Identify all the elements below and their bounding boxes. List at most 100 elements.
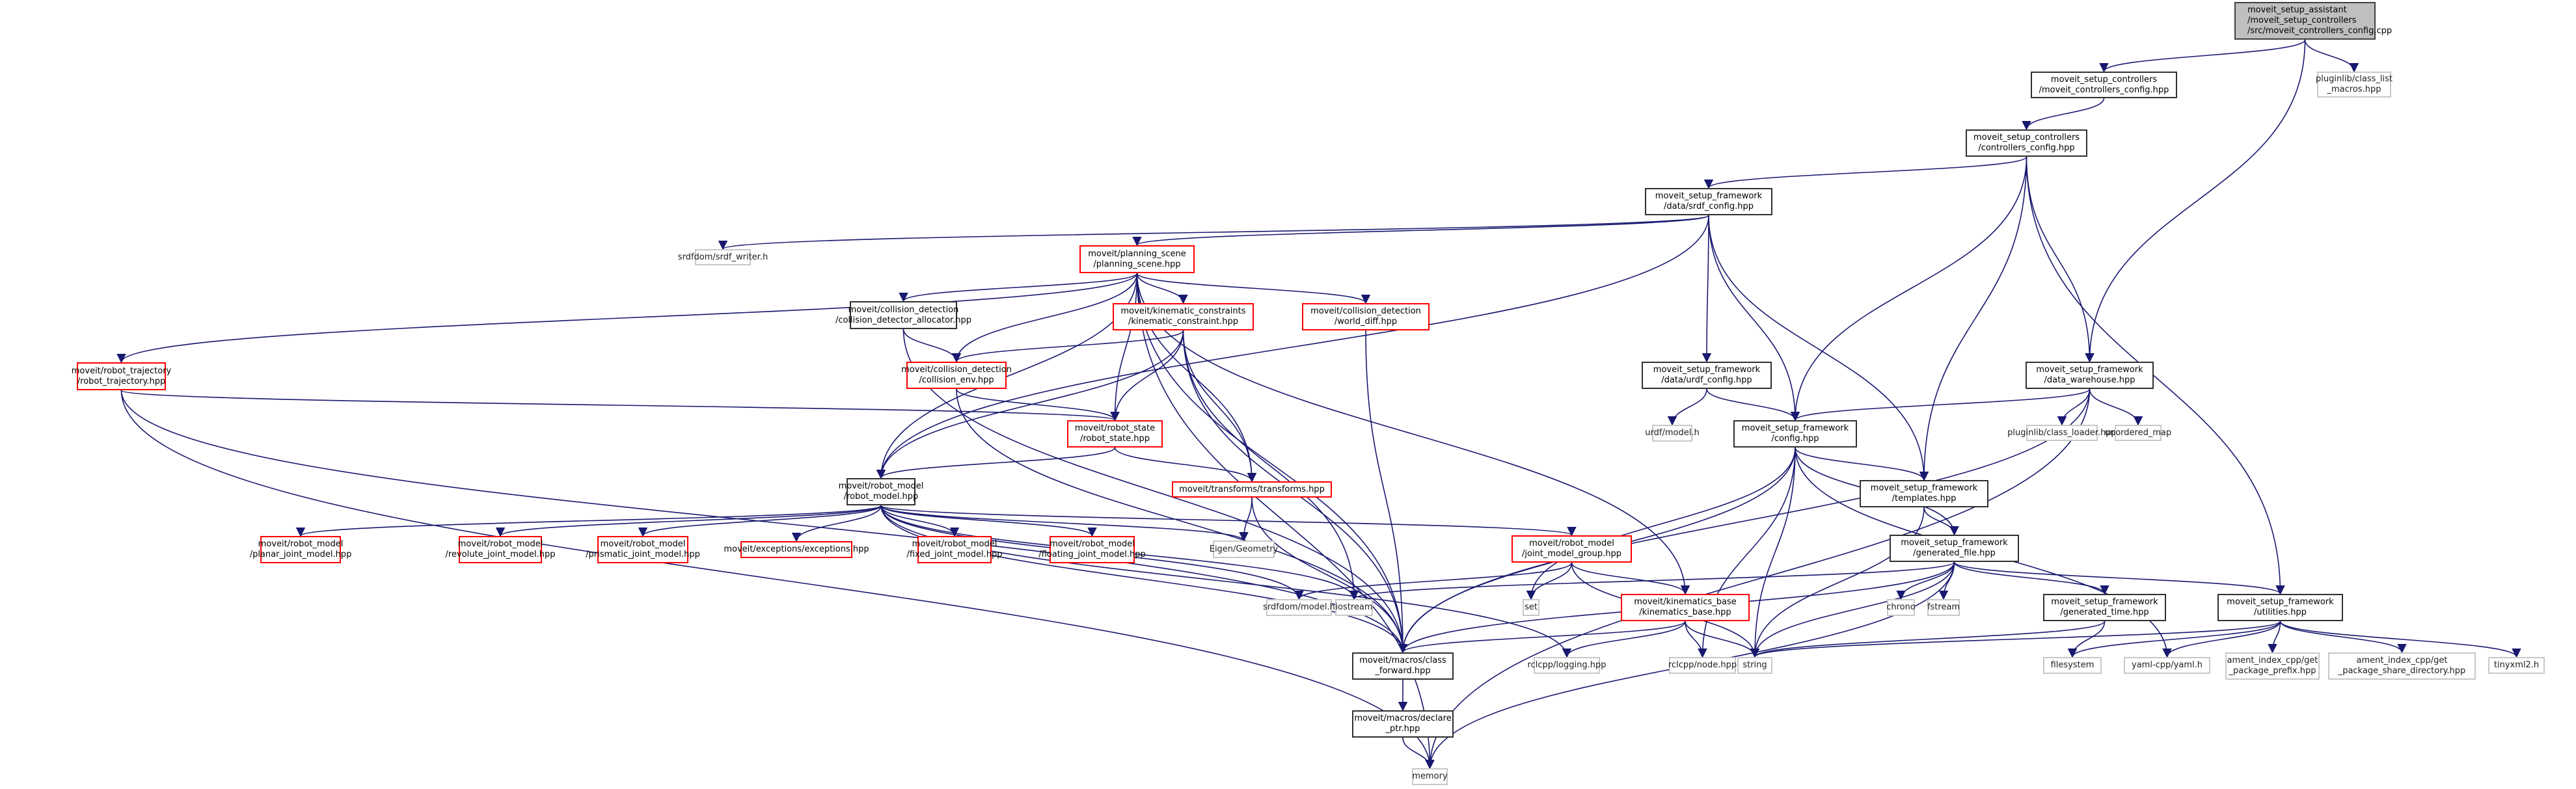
node-transforms[interactable]: moveit/transforms/transforms.hpp xyxy=(1172,481,1332,498)
node-fstream[interactable]: fstream xyxy=(1927,599,1960,616)
node-label-line: srdfdom/srdf_writer.h xyxy=(677,252,768,262)
edge-robot-state-to-robot-model xyxy=(876,447,1116,479)
node-label-line: tinyxml2.h xyxy=(2493,660,2540,670)
node-urdf-model[interactable]: urdf/model.h xyxy=(1645,425,1700,442)
edge-utilities-to-yaml xyxy=(2162,621,2281,658)
edge-srdf-config-to-urdf-config xyxy=(1702,215,1712,363)
node-set[interactable]: set xyxy=(1523,599,1539,616)
node-unordered-map[interactable]: unordered_map xyxy=(2105,425,2171,441)
edge-srdf-config-to-planning-scene xyxy=(1132,215,1709,247)
edge-planning-scene-to-class-forward xyxy=(1136,273,1408,654)
edge-kinematic-constraint-to-iostream xyxy=(1182,330,1359,600)
node-fixed-joint[interactable]: moveit/robot_model/fixed_joint_model.hpp xyxy=(907,536,1003,563)
edge-controllers-config-to-srdf-config xyxy=(1704,156,2027,189)
node-class-forward[interactable]: moveit/macros/class_forward.hpp xyxy=(1352,652,1454,680)
edge-robot-state-to-transforms xyxy=(1114,447,1257,483)
node-robot-trajectory[interactable]: moveit/robot_trajectory/robot_trajectory… xyxy=(72,362,171,390)
node-label-line: chrono xyxy=(1886,602,1916,612)
node-world-diff[interactable]: moveit/collision_detection/world_diff.hp… xyxy=(1302,303,1430,330)
node-planar-joint[interactable]: moveit/robot_model/planar_joint_model.hp… xyxy=(250,536,351,563)
edge-data-warehouse-to-config xyxy=(1791,388,2091,421)
node-label-line: /templates.hpp xyxy=(1891,494,1957,503)
node-generated-file[interactable]: moveit_setup_framework/generated_file.hp… xyxy=(1890,535,2019,562)
node-rclcpp-logging[interactable]: rclcpp/logging.hpp xyxy=(1528,657,1606,674)
edge-robot-model-to-rclcpp-logging xyxy=(880,505,1572,658)
node-kinematics-base[interactable]: moveit/kinematics_base/kinematics_base.h… xyxy=(1621,594,1750,621)
node-label-line: moveit/kinematic_constraints xyxy=(1120,306,1246,316)
edge-kinematics-base-to-rclcpp-logging xyxy=(1562,621,1686,658)
edge-robot-model-to-joint-model-group xyxy=(880,505,1577,537)
node-label-line: pluginlib/class_list xyxy=(2316,74,2393,84)
node-collision-env[interactable]: moveit/collision_detection/collision_env… xyxy=(901,362,1012,389)
node-label-line: /robot_trajectory.hpp xyxy=(77,376,166,386)
edge-generated-file-to-string xyxy=(1750,561,1955,658)
node-ament-share[interactable]: ament_index_cpp/get_package_share_direct… xyxy=(2328,652,2476,680)
node-iostream[interactable]: iostream xyxy=(1335,599,1373,616)
edge-srdf-config-to-config xyxy=(1708,215,1800,421)
node-srdf-writer[interactable]: srdfdom/srdf_writer.h xyxy=(678,249,768,265)
node-rclcpp-node[interactable]: rclcpp/node.hpp xyxy=(1668,657,1737,674)
node-label-line: moveit_setup_framework xyxy=(1653,365,1761,375)
edge-root-to-data-warehouse xyxy=(2085,39,2306,363)
node-utilities[interactable]: moveit_setup_framework/utilities.hpp xyxy=(2217,594,2343,621)
node-label-line: ament_index_cpp/get xyxy=(2356,656,2448,665)
node-joint-model-group[interactable]: moveit/robot_model/joint_model_group.hpp xyxy=(1512,535,1632,563)
node-eigen-geometry[interactable]: Eigen/Geometry xyxy=(1210,541,1278,558)
node-label-line: moveit/macros/declare xyxy=(1354,714,1452,723)
node-label-line: /src/moveit_controllers_config.cpp xyxy=(2247,26,2393,36)
edge-generated-file-to-iostream xyxy=(1349,561,1955,600)
node-templates[interactable]: moveit_setup_framework/templates.hpp xyxy=(1860,480,1988,507)
node-robot-state[interactable]: moveit/robot_state/robot_state.hpp xyxy=(1067,420,1163,448)
node-class-list-macros[interactable]: pluginlib/class_list_macros.hpp xyxy=(2316,72,2393,98)
node-label-line: filesystem xyxy=(2050,660,2095,670)
node-revolute-joint[interactable]: moveit/robot_model/revolute_joint_model.… xyxy=(446,536,555,563)
node-declare-ptr[interactable]: moveit/macros/declare_ptr.hpp xyxy=(1352,710,1454,738)
node-memory[interactable]: memory xyxy=(1412,768,1448,785)
node-filesystem[interactable]: filesystem xyxy=(2043,657,2102,674)
node-tinyxml2[interactable]: tinyxml2.h xyxy=(2488,657,2545,674)
node-robot-model[interactable]: moveit/robot_model/robot_model.hpp xyxy=(839,478,923,505)
edge-generated-file-to-utilities xyxy=(1953,561,2285,595)
node-label-line: _package_share_directory.hpp xyxy=(2338,666,2466,676)
edge-utilities-to-ament-share xyxy=(2279,621,2407,654)
node-data-warehouse[interactable]: moveit_setup_framework/data_warehouse.hp… xyxy=(2026,362,2154,389)
node-label-line: /utilities.hpp xyxy=(2254,608,2307,617)
node-label-line: /data_warehouse.hpp xyxy=(2044,375,2135,385)
node-planning-scene[interactable]: moveit/planning_scene/planning_scene.hpp xyxy=(1079,245,1195,273)
node-config[interactable]: moveit_setup_framework/config.hpp xyxy=(1733,420,1857,448)
node-label-line: /data/urdf_config.hpp xyxy=(1661,375,1752,385)
node-string[interactable]: string xyxy=(1737,657,1772,674)
node-controllers-config[interactable]: moveit_setup_controllers/controllers_con… xyxy=(1966,129,2087,157)
edge-robot-trajectory-to-robot-state xyxy=(120,390,1119,421)
node-label-line: yaml-cpp/yaml.h xyxy=(2132,660,2203,670)
node-urdf-config[interactable]: moveit_setup_framework/data/urdf_config.… xyxy=(1642,362,1772,389)
node-mcc-hpp[interactable]: moveit_setup_controllers/moveit_controll… xyxy=(2031,72,2177,98)
node-srdf-config[interactable]: moveit_setup_framework/data/srdf_config.… xyxy=(1645,188,1772,215)
node-label-line: Eigen/Geometry xyxy=(1209,544,1279,554)
edge-kinematics-base-to-class-forward xyxy=(1398,621,1686,654)
node-yaml[interactable]: yaml-cpp/yaml.h xyxy=(2124,657,2210,674)
node-label-line: moveit/transforms/transforms.hpp xyxy=(1179,484,1325,494)
node-class-loader[interactable]: pluginlib/class_loader.hpp xyxy=(2007,425,2117,441)
node-label-line: /joint_model_group.hpp xyxy=(1521,549,1621,559)
edge-templates-to-generated-file xyxy=(1923,507,1959,536)
node-prismatic-joint[interactable]: moveit/robot_model/prismatic_joint_model… xyxy=(586,536,700,563)
node-exceptions[interactable]: moveit/exceptions/exceptions.hpp xyxy=(724,541,869,558)
edge-utilities-to-filesystem xyxy=(2067,621,2281,658)
edge-srdf-config-to-robot-model xyxy=(876,215,1709,479)
node-kinematic-constraint[interactable]: moveit/kinematic_constraints/kinematic_c… xyxy=(1113,303,1254,330)
edge-kinematic-constraint-to-collision-env xyxy=(951,330,1184,363)
node-srdfdom-model[interactable]: srdfdom/model.h xyxy=(1263,599,1335,616)
node-collision-detector-allocator[interactable]: moveit/collision_detection/collision_det… xyxy=(835,301,971,329)
node-ament-prefix[interactable]: ament_index_cpp/get_package_prefix.hpp xyxy=(2225,652,2320,680)
node-floating-joint[interactable]: moveit/robot_model/floating_joint_model.… xyxy=(1038,536,1146,563)
node-chrono[interactable]: chrono xyxy=(1886,599,1916,616)
node-label-line: moveit/robot_model xyxy=(1529,539,1614,548)
node-label-line: /kinematics_base.hpp xyxy=(1639,608,1731,617)
edge-planning-scene-to-kinematic-constraint xyxy=(1136,273,1188,304)
node-generated-time[interactable]: moveit_setup_framework/generated_time.hp… xyxy=(2043,594,2166,621)
edge-controllers-config-to-data-warehouse xyxy=(2026,156,2095,363)
edge-robot-model-to-eigen-geometry xyxy=(880,505,1249,542)
node-root[interactable]: moveit_setup_assistant/moveit_setup_cont… xyxy=(2234,2,2392,40)
node-label-line: moveit/collision_detection xyxy=(1310,306,1421,316)
